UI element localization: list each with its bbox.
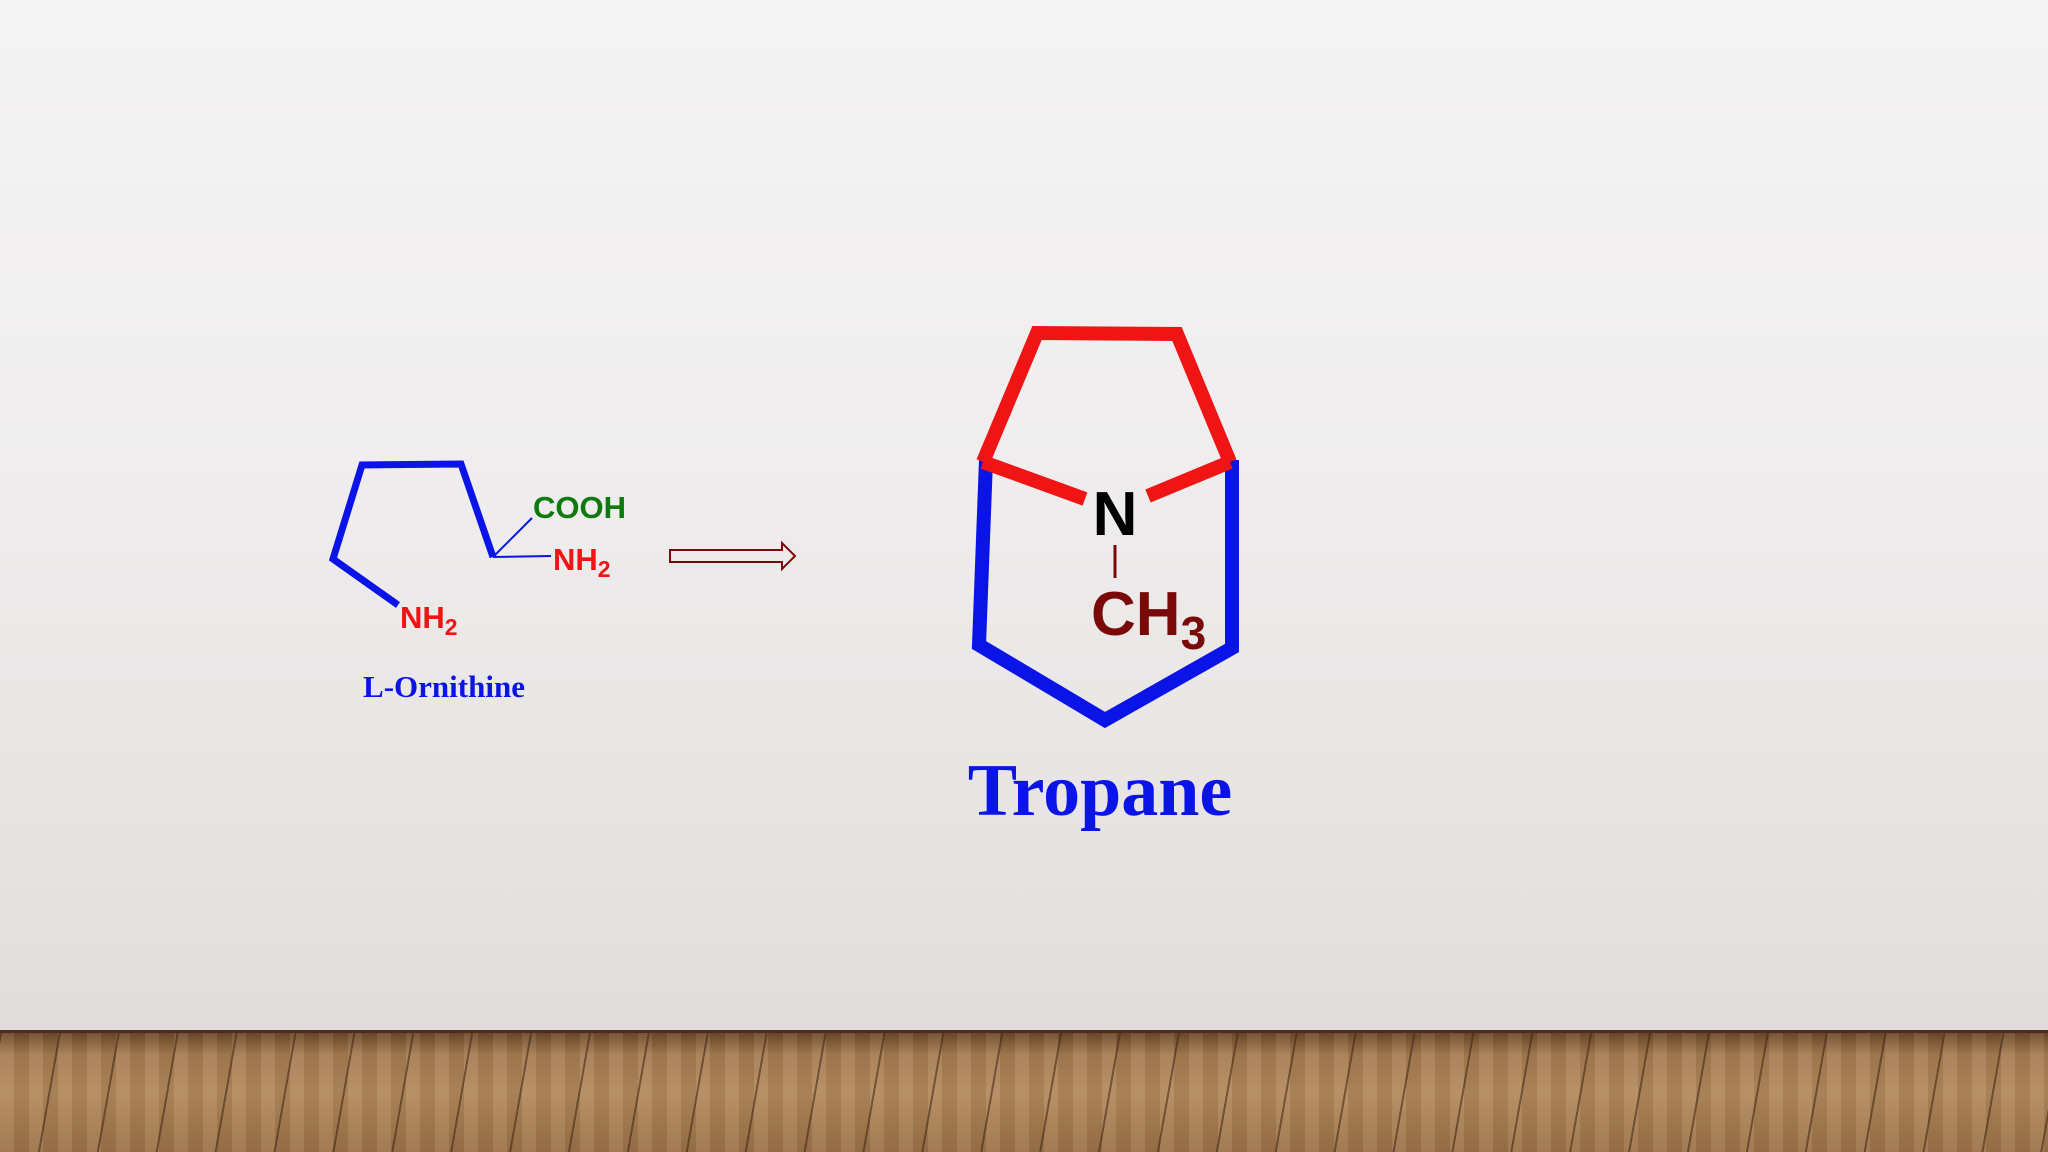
slide-background bbox=[0, 0, 2048, 1030]
tropane-methyl-label: CH3 bbox=[1091, 580, 1206, 659]
ornithine-delta-nh2-label: NH2 bbox=[400, 600, 458, 640]
wood-floor bbox=[0, 1030, 2048, 1152]
tropane-bridge-bond-left bbox=[980, 455, 1088, 506]
tropane-piperidine-ring bbox=[971, 459, 1239, 729]
tropane-pyrrolidine-ring bbox=[976, 325, 1237, 465]
tropane-bridge-bond-right bbox=[1145, 455, 1233, 503]
tropane-nitrogen-label: N bbox=[1093, 480, 1138, 549]
ornithine-cooh-bond bbox=[492, 517, 533, 558]
ornithine-cooh-label: COOH bbox=[533, 490, 626, 525]
ornithine-carbon-chain bbox=[328, 460, 497, 608]
ornithine-alpha-nh2-label: NH2 bbox=[553, 542, 611, 582]
ornithine-nh2-bond bbox=[492, 555, 552, 558]
reaction-arrow-icon bbox=[669, 540, 797, 572]
ornithine-name-label: L-Ornithine bbox=[363, 669, 525, 704]
tropane-name-label: Tropane bbox=[968, 750, 1233, 832]
